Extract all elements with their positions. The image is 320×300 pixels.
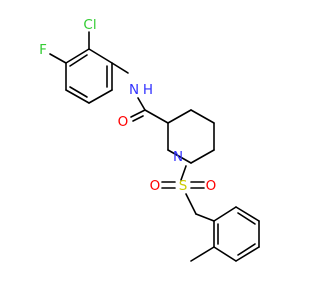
bond (49, 53, 67, 64)
bonds (49, 31, 260, 262)
ring-nitrogen-label: N (173, 149, 183, 165)
structure-svg: Cl F N H O N S O O (39, 17, 260, 262)
sulfur-label: S (179, 178, 188, 194)
bond (167, 109, 192, 124)
bond (237, 243, 256, 256)
bond (180, 165, 187, 181)
bond (111, 62, 129, 74)
atom-labels: Cl F N H O N S O O (39, 17, 216, 194)
bond (213, 246, 237, 262)
molecule-diagram: Cl F N H O N S O O (39, 17, 260, 262)
amide-oxygen-label: O (118, 114, 129, 130)
bond (195, 213, 215, 222)
amide-hydrogen-label: H (143, 82, 153, 98)
bond (190, 149, 215, 164)
bond (235, 206, 260, 222)
bond (237, 212, 256, 225)
amide-nitrogen-label: N (129, 82, 139, 98)
bond (132, 115, 144, 122)
sulfonyl-oxygen-right-label: O (206, 178, 217, 194)
bond (130, 109, 146, 118)
bond (69, 54, 88, 67)
bond (185, 193, 197, 215)
sulfonyl-oxygen-left-label: O (150, 178, 161, 194)
bond (65, 89, 90, 104)
bond (190, 109, 215, 124)
bond (167, 149, 192, 164)
bond (137, 97, 146, 111)
bond (213, 206, 237, 222)
bond (69, 86, 88, 98)
bond (88, 48, 113, 64)
chlorine-label: Cl (83, 17, 96, 33)
bond (144, 109, 169, 124)
fluorine-label: F (39, 42, 47, 58)
bond (88, 89, 113, 104)
bond (190, 246, 215, 262)
bond (235, 246, 260, 262)
bond (65, 48, 90, 64)
